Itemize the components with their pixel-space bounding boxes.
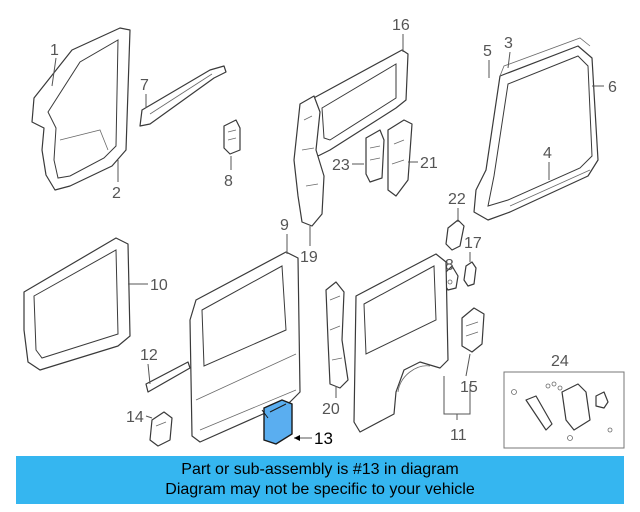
callout-8: 8 <box>224 173 233 190</box>
callout-5: 5 <box>483 43 492 60</box>
part-15-bracket <box>461 307 485 353</box>
callout-9: 9 <box>280 217 289 234</box>
banner-line-1: Part or sub-assembly is #13 in diagram <box>181 461 459 478</box>
part-9-side-door <box>189 251 301 443</box>
part-7-rail <box>139 65 227 127</box>
part-19-center-pillar <box>293 95 325 227</box>
callout-1: 1 <box>50 42 59 59</box>
part-13-highlighted[interactable] <box>261 399 293 445</box>
callout-14: 14 <box>126 409 144 426</box>
callout-4: 4 <box>543 145 552 162</box>
part-21-bracket <box>387 119 413 197</box>
callout-15: 15 <box>460 379 478 396</box>
part-1-front-pillar <box>31 27 131 191</box>
part-8-bracket <box>223 119 241 155</box>
callout-17: 17 <box>464 235 482 252</box>
callout-19: 19 <box>300 249 318 266</box>
callout-2: 2 <box>112 185 121 202</box>
callout-16: 16 <box>392 17 410 34</box>
part-17-clip <box>463 261 477 287</box>
part-24-hardware-kit <box>503 371 625 449</box>
callout-3: 3 <box>504 35 513 52</box>
callout-10: 10 <box>150 277 168 294</box>
part-14-bracket <box>149 411 173 447</box>
callout-24: 24 <box>551 353 569 370</box>
callout-21: 21 <box>420 155 438 172</box>
part-20-pillar <box>325 281 349 389</box>
callout-6: 6 <box>608 79 617 96</box>
callout-23: 23 <box>332 157 350 174</box>
part-22-bracket <box>445 219 465 251</box>
callout-7: 7 <box>140 77 149 94</box>
callout-22: 22 <box>448 191 466 208</box>
callout-12: 12 <box>140 347 158 364</box>
part-23-bracket <box>365 129 385 183</box>
part-3-rear-frame <box>473 37 599 221</box>
part-10-window-frame <box>23 237 131 371</box>
parts-diagram: 1 2 7 8 16 19 23 21 <box>23 17 625 449</box>
callout-20: 20 <box>322 401 340 418</box>
part-11-quarter-panel <box>353 253 449 433</box>
part-12-sill <box>145 361 191 393</box>
banner-line-2: Diagram may not be specific to your vehi… <box>165 481 475 498</box>
callout-13: 13 <box>314 429 333 448</box>
callout-11: 11 <box>450 427 467 444</box>
info-banner: Part or sub-assembly is #13 in diagram D… <box>16 456 624 504</box>
